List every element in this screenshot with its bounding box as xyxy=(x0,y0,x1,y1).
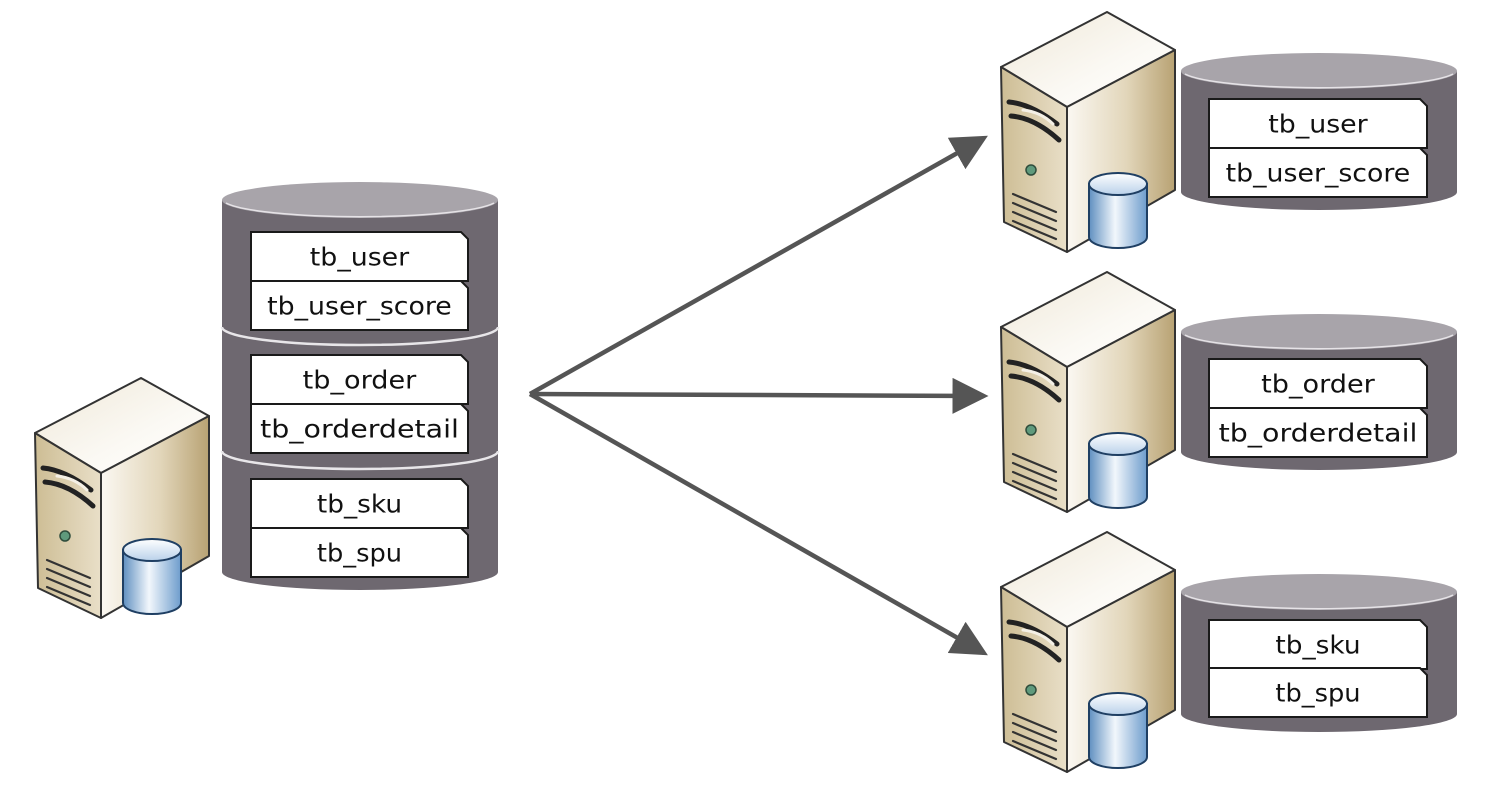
drive-bay xyxy=(1006,99,1060,127)
source-table-tb_user_score[interactable]: tb_user_score xyxy=(250,280,469,331)
mini-database-icon xyxy=(122,538,182,615)
source-table-tb_sku[interactable]: tb_sku xyxy=(250,478,469,529)
table-name: tb_order xyxy=(1261,370,1375,399)
drive-bay xyxy=(1006,619,1060,647)
mini-database-icon xyxy=(1088,172,1148,249)
table-box xyxy=(250,231,469,282)
power-led-icon xyxy=(1025,684,1037,696)
source-table-tb_orderdetail[interactable]: tb_orderdetail xyxy=(250,403,469,454)
cylinder-top xyxy=(222,182,498,218)
table-name: tb_sku xyxy=(1275,631,1360,660)
vent-line xyxy=(45,567,92,589)
cylinder-top xyxy=(1181,314,1457,350)
vent-line xyxy=(1011,739,1058,761)
table-box xyxy=(250,403,469,454)
target-servers: tb_user tb_user_score tb_order tb_orderdeta… xyxy=(1000,11,1457,773)
user-db-server-cylinder: tb_user tb_user_score xyxy=(1181,53,1457,210)
product-db-server-cylinder: tb_sku tb_spu xyxy=(1181,574,1457,732)
vent-line xyxy=(1011,192,1058,214)
table-name: tb_sku xyxy=(317,490,402,519)
user-db-server-table-tb_user[interactable]: tb_user xyxy=(1208,98,1428,149)
product-db-server-table-tb_sku[interactable]: tb_sku xyxy=(1208,619,1428,670)
order-db-server: tb_order tb_orderdetail xyxy=(1000,271,1457,513)
power-led-icon xyxy=(1025,424,1037,436)
drive-bay xyxy=(1006,359,1060,387)
mini-database-icon xyxy=(1088,432,1148,509)
cylinder-divider xyxy=(220,450,500,471)
table-name: tb_orderdetail xyxy=(1219,419,1418,448)
vent-line xyxy=(1011,210,1058,232)
table-name: tb_orderdetail xyxy=(260,415,459,444)
vent-line xyxy=(1011,201,1058,223)
vent-line xyxy=(45,558,92,580)
table-box xyxy=(250,280,469,331)
vent-line xyxy=(1011,712,1058,734)
arrow-to-order-db-server xyxy=(529,377,989,414)
product-db-server-icon xyxy=(1000,531,1176,773)
product-db-server: tb_sku tb_spu xyxy=(1000,531,1457,773)
order-db-server-table-tb_order[interactable]: tb_order xyxy=(1208,358,1428,409)
power-led-icon xyxy=(1025,164,1037,176)
source-group-user: tb_user tb_user_score xyxy=(250,231,469,331)
user-db-server-table-tb_user_score[interactable]: tb_user_score xyxy=(1208,147,1428,198)
table-box xyxy=(250,478,469,529)
table-name: tb_order xyxy=(303,366,417,395)
drive-bay xyxy=(40,465,94,493)
table-box xyxy=(1208,619,1428,670)
vent-line xyxy=(45,576,92,598)
table-box xyxy=(1208,407,1428,458)
cylinder-divider xyxy=(220,326,500,347)
table-box xyxy=(1208,667,1428,718)
arrow-to-product-db-server xyxy=(528,392,988,656)
order-db-server-icon xyxy=(1000,271,1176,513)
table-box xyxy=(250,527,469,578)
user-db-server-icon xyxy=(1000,11,1176,253)
source-database-cylinder: tb_user tb_user_score tb_order tb_orderdeta… xyxy=(220,182,500,590)
table-box xyxy=(1208,358,1428,409)
table-name: tb_user_score xyxy=(267,292,452,321)
vent-line xyxy=(45,585,92,607)
source-table-tb_spu[interactable]: tb_spu xyxy=(250,527,469,578)
table-name: tb_spu xyxy=(317,539,402,568)
vent-line xyxy=(1011,721,1058,743)
source-server-icon xyxy=(34,377,210,619)
source-table-tb_user[interactable]: tb_user xyxy=(250,231,469,282)
table-box xyxy=(1208,98,1428,149)
arrow-to-user-db-server xyxy=(528,135,988,396)
drive-bay xyxy=(1008,633,1062,663)
product-db-server-table-tb_spu[interactable]: tb_spu xyxy=(1208,667,1428,718)
source-group-product: tb_sku tb_spu xyxy=(250,478,469,578)
cylinder-top xyxy=(1181,574,1457,610)
table-name: tb_spu xyxy=(1275,679,1360,708)
source-group-order: tb_order tb_orderdetail xyxy=(250,354,469,454)
drive-bay xyxy=(42,479,96,509)
power-led-icon xyxy=(59,530,71,542)
vent-line xyxy=(1011,219,1058,241)
mini-database-icon xyxy=(1088,692,1148,769)
vent-line xyxy=(1011,452,1058,474)
order-db-server-table-tb_orderdetail[interactable]: tb_orderdetail xyxy=(1208,407,1428,458)
user-db-server: tb_user tb_user_score xyxy=(1000,11,1457,253)
arrows xyxy=(528,135,989,656)
table-box xyxy=(250,354,469,405)
vent-line xyxy=(1011,479,1058,501)
source-table-tb_order[interactable]: tb_order xyxy=(250,354,469,405)
drive-bay xyxy=(1008,373,1062,403)
table-name: tb_user_score xyxy=(1226,159,1411,188)
vent-line xyxy=(1011,461,1058,483)
table-box xyxy=(1208,147,1428,198)
drive-bay xyxy=(1008,113,1062,143)
order-db-server-cylinder: tb_order tb_orderdetail xyxy=(1181,314,1457,470)
table-name: tb_user xyxy=(310,243,410,272)
vent-line xyxy=(1011,730,1058,752)
source-server-icon xyxy=(34,377,210,619)
vent-line xyxy=(1011,470,1058,492)
table-name: tb_user xyxy=(1268,110,1368,139)
cylinder-top xyxy=(1181,53,1457,89)
